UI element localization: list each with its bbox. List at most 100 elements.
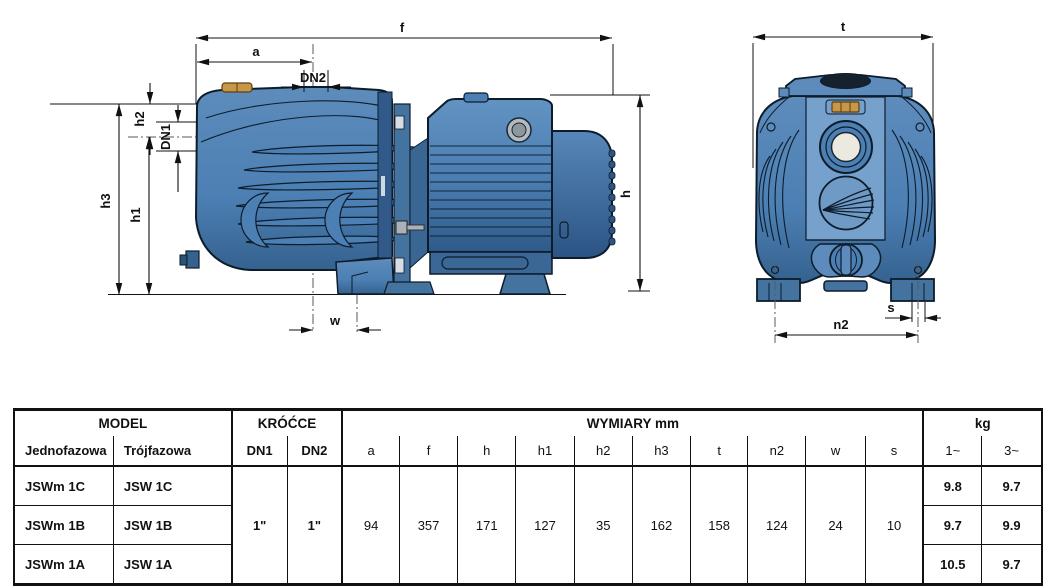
col-header-dn2: DN2 [286,436,343,467]
table-row: JSWm 1B JSW 1B 9.7 9.9 [14,505,1042,545]
col-header-h1: h1 [515,436,575,467]
cell-dim-s: 10 [864,466,924,585]
motor-lifting-lug [463,92,489,103]
fan-cover-ribs [608,149,616,246]
motor-handle-recess [441,256,529,270]
motor-foot [498,273,552,295]
front-foot-left [756,278,801,302]
bracket-strut [409,137,429,270]
cell-dim-f: 357 [398,466,458,585]
cap-vent [820,73,871,89]
dim-label-h: h [618,190,633,198]
cell-model-1ph: JSWm 1A [25,556,85,572]
group-header-krocce: KRÓĆCE [230,409,343,436]
col-header-n2: n2 [747,436,806,467]
shoulder-crease-left [759,96,790,134]
col-header-h: h [457,436,516,467]
casing-foot-step [351,271,369,294]
spec-table: MODEL KRÓĆCE WYMIARY mm kg Jednofazowa T… [13,408,1043,586]
wing-ribs-left [758,129,800,249]
cable-gland-center [511,122,527,138]
cell-model-3ph: JSW 1C [112,466,232,506]
table-row: JSWm 1A JSW 1A 10.5 9.7 [14,544,1042,585]
cell-dim-h1: 127 [515,466,575,585]
cell-kg-3ph: 9.7 [981,466,1042,506]
dim-label-s: s [887,300,894,315]
bracket-clip [394,115,405,130]
cell-dim-h2: 35 [573,466,633,585]
cell-model-1ph: JSWm 1B [14,505,114,545]
cell-model-3ph: JSW 1A [112,544,232,585]
col-header-dn1: DN1 [230,436,288,467]
cell-dn1: 1" [230,466,288,585]
drain-plug-tip [179,254,188,266]
group-header-kg: kg [922,409,1042,436]
bracket-base [383,281,435,295]
casing-contour-line [205,100,391,119]
col-header-h2: h2 [573,436,633,467]
col-header-1ph: 1~ [922,436,982,467]
side-view-drawing: f a DN2 h2 DN1 h3 h1 w h [50,20,650,334]
flange-slot-highlight [381,176,385,196]
suction-port-opening [830,131,862,163]
casing-contour-line [200,115,392,143]
plug-recess [825,99,866,115]
motor-cooling-fins [430,145,552,237]
cell-kg-1ph: 9.8 [922,466,982,506]
shoulder-crease-right [901,96,932,134]
dim-label-f: f [400,20,405,35]
cell-kg-1ph: 10.5 [922,544,982,585]
cell-dim-t: 158 [690,466,748,585]
dim-label-a: a [252,44,260,59]
dim-label-h2: h2 [132,111,147,126]
col-header-3ph: 3~ [981,436,1042,467]
col-header-h3: h3 [631,436,691,467]
suction-port-ring [825,126,867,168]
cell-model-1ph: JSWm 1C [14,466,114,506]
group-header-wymiary: WYMIARY mm [341,409,924,436]
tie-bolt-nut [395,220,408,235]
motor-body [427,98,553,253]
cell-kg-3ph: 9.9 [981,505,1042,545]
motor-base-band [429,251,553,275]
table-row: JSWm 1C JSW 1C 1" 1" 94 357 171 127 35 1… [14,466,1042,585]
cell-dim-w: 24 [805,466,866,585]
front-brass-plug [831,101,860,113]
tie-bolt-shaft [406,224,425,231]
cell-kg-3ph: 9.7 [981,544,1042,585]
dim-label-h1: h1 [128,207,143,222]
dim-label-dn2: DN2 [300,70,326,85]
drain-plug-slot [840,244,852,276]
dim-label-n2: n2 [833,317,848,332]
col-header-w: w [805,436,866,467]
cell-dim-n2: 124 [747,466,806,585]
dim-label-dn1: DN1 [158,124,173,150]
wing-ribs-right [891,129,933,249]
col-header-a: a [341,436,400,467]
bracket-clip [394,257,405,274]
center-tab [823,280,868,292]
technical-drawing: f a DN2 h2 DN1 h3 h1 w h [50,19,941,343]
cell-dim-h3: 162 [631,466,691,585]
fan-cover [551,130,613,259]
cell-kg-1ph: 9.7 [922,505,982,545]
shell-fan-lines [822,187,875,220]
col-header-t: t [690,436,748,467]
cell-model-3ph: JSW 1B [112,505,232,545]
col-header-s: s [864,436,924,467]
shoulder-hole-left [766,122,776,132]
drain-plug [185,250,200,269]
cell-dim-a: 94 [341,466,400,585]
dim-label-h3: h3 [98,193,113,208]
dim-label-t: t [841,19,846,34]
fan-cover-slot [559,221,569,239]
dim-label-w: w [329,313,341,328]
cell-dn2: 1" [286,466,343,585]
col-header-f: f [398,436,458,467]
front-view-drawing: t [752,19,941,343]
col-header-trojfazowa: Trójfazowa [112,436,232,467]
col-header-jednofazowa: Jednofazowa [14,436,114,467]
cap-tab-left [778,87,790,98]
cell-dim-h: 171 [457,466,516,585]
